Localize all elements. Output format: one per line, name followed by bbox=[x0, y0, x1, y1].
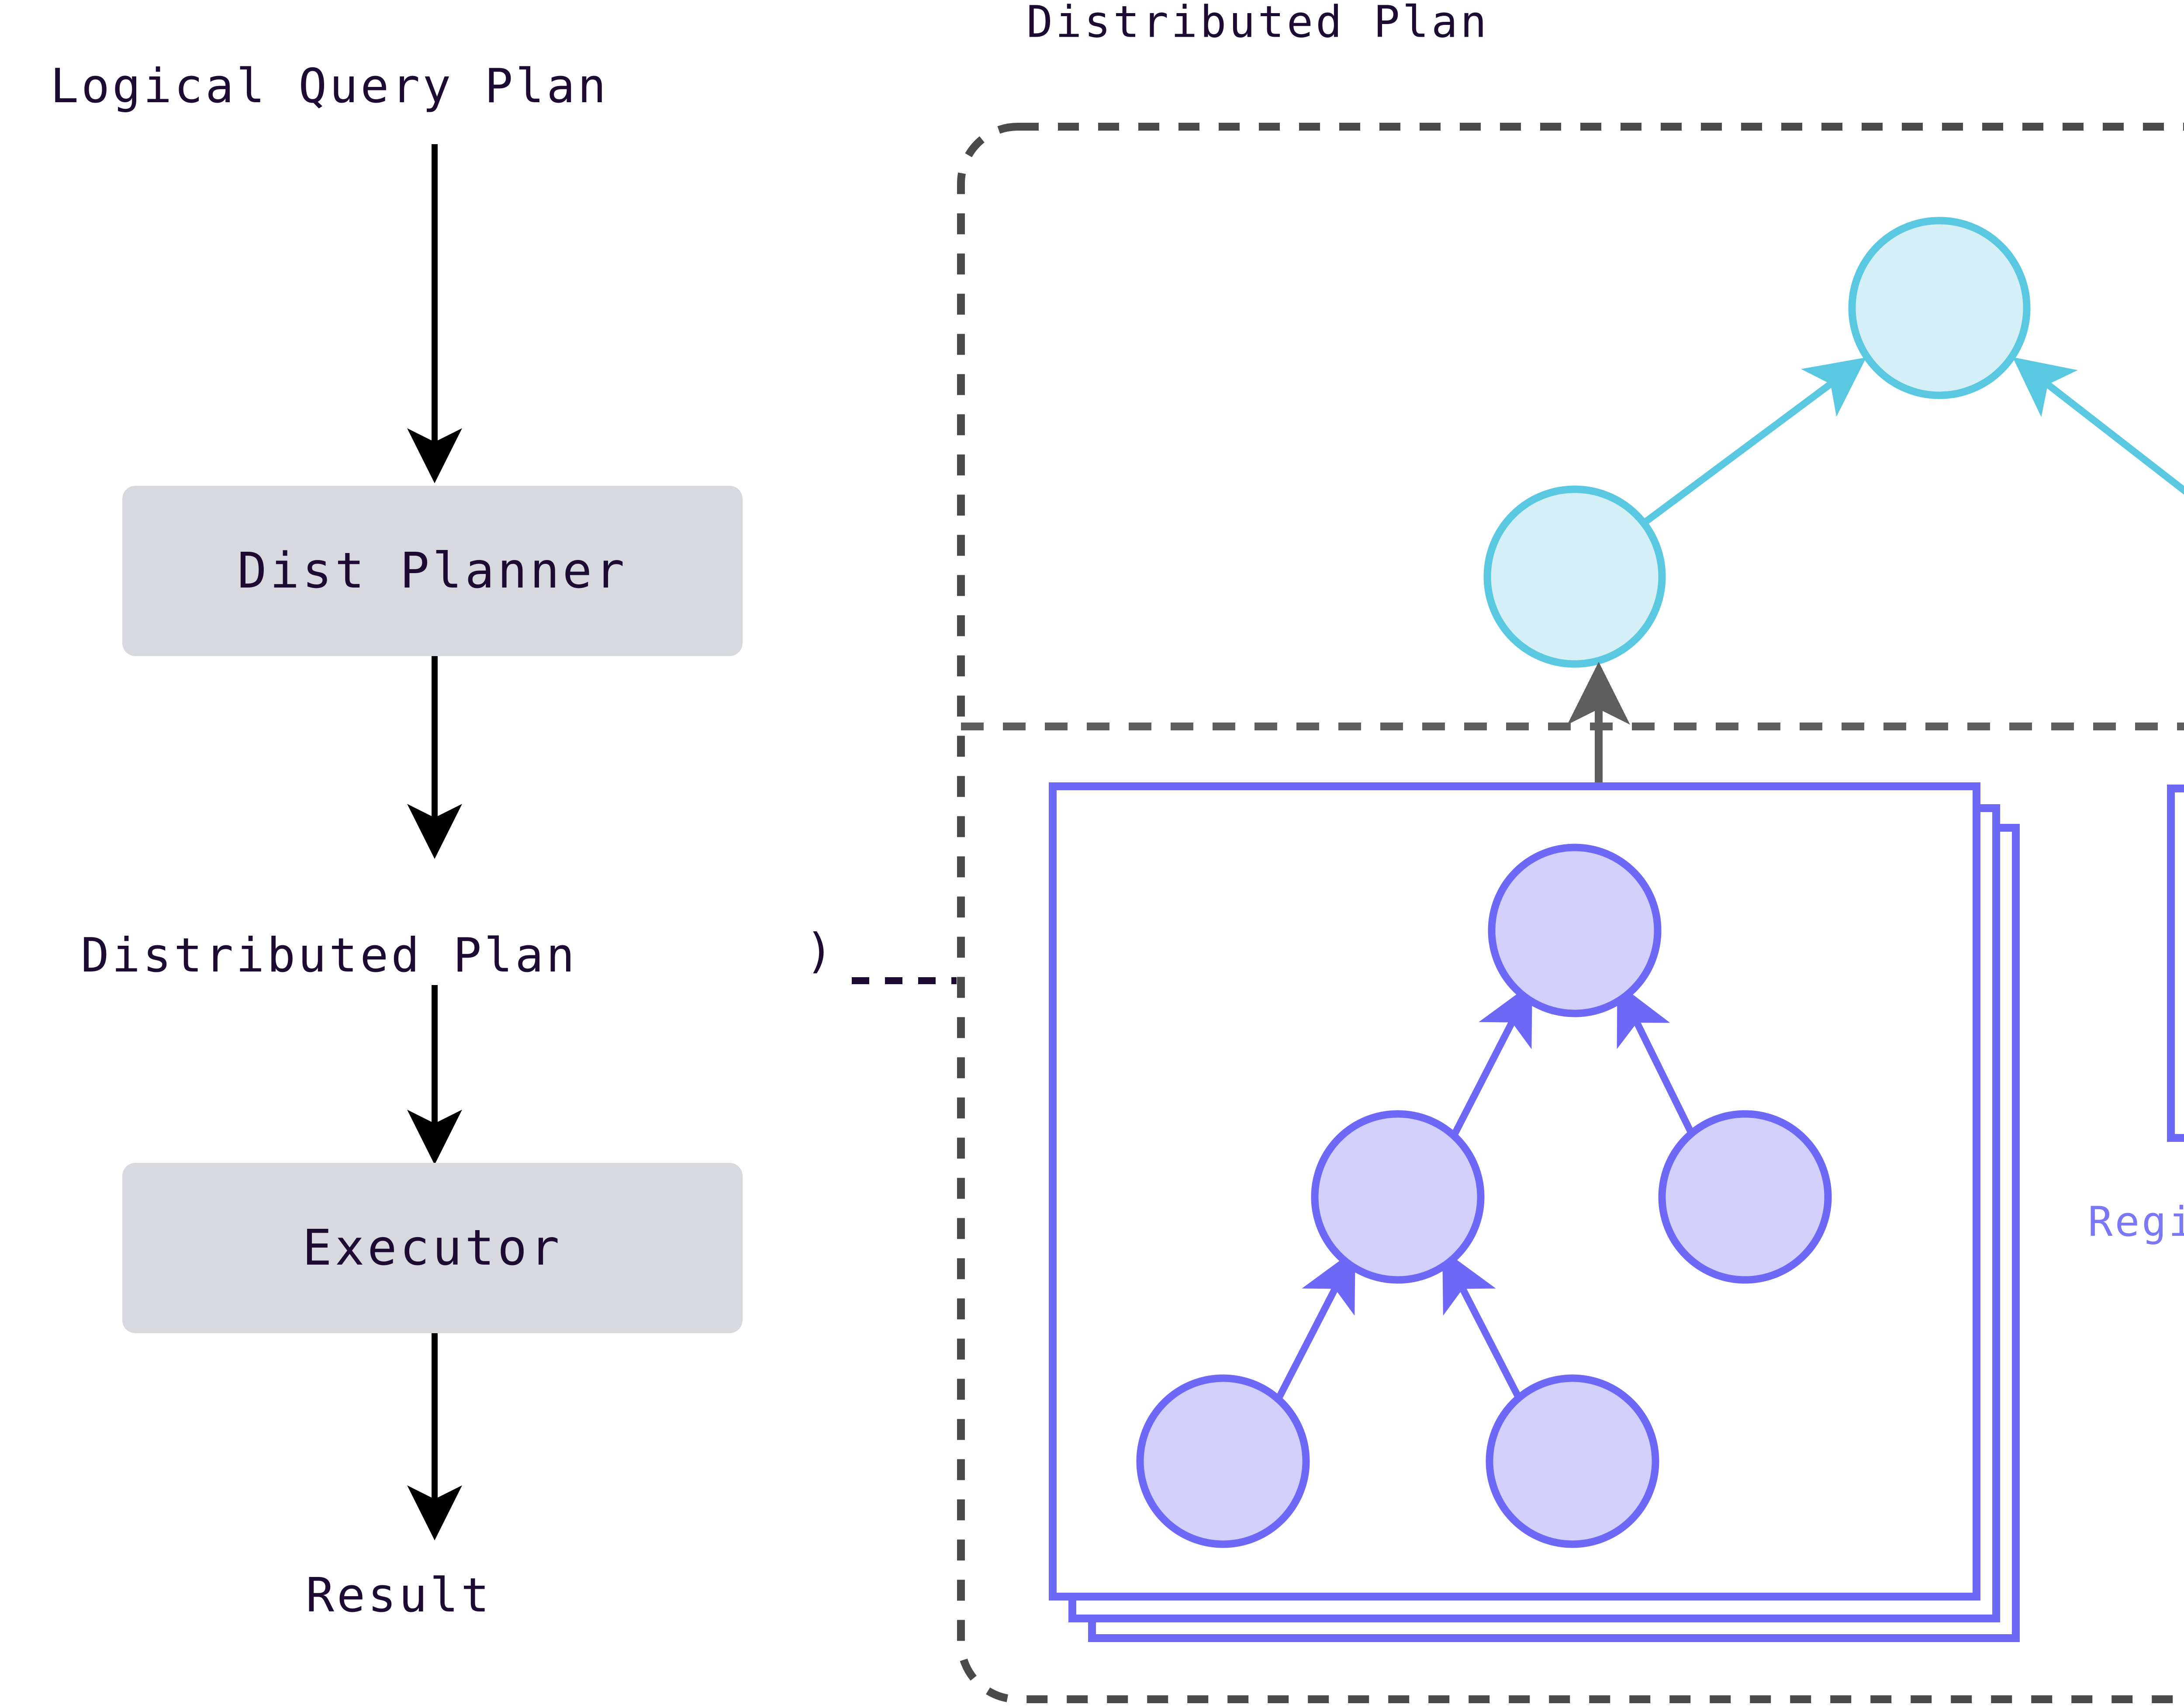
right-region-stack bbox=[2167, 785, 2184, 1142]
datanode-node-left-root[interactable] bbox=[1488, 844, 1662, 1017]
left-flowchart: Logical Query Plan Dist Planner Distribu… bbox=[50, 59, 957, 1623]
dist-planner-box[interactable] bbox=[122, 486, 743, 656]
regions-label: Regions bbox=[2088, 1198, 2184, 1246]
frontend-edge-left-to-root bbox=[1640, 357, 1866, 527]
distributed-plan-container: Distributed Plan Frontend Stage Datanode… bbox=[957, 0, 2184, 1703]
dn-edge-b2-to-m1 bbox=[1442, 1249, 1528, 1411]
distributed-plan-label: Distributed Plan bbox=[81, 928, 577, 983]
dn-edge-b1-to-m1 bbox=[1270, 1249, 1355, 1411]
distributed-plan-bracket: ) bbox=[805, 924, 836, 978]
frontend-stage-graph bbox=[1483, 217, 2184, 668]
container-title: Distributed Plan bbox=[1026, 0, 1489, 47]
result-label: Result bbox=[306, 1568, 492, 1623]
dist-planner-label: Dist Planner bbox=[237, 543, 627, 599]
datanode-node-left-mid-1[interactable] bbox=[1311, 1110, 1485, 1284]
datanode-node-left-leaf-2[interactable] bbox=[1486, 1374, 1659, 1548]
executor-box[interactable] bbox=[122, 1163, 743, 1333]
dn-edge-m2-to-root bbox=[1617, 982, 1700, 1146]
container-dashed-border bbox=[957, 123, 2184, 1703]
frontend-edge-right-to-root bbox=[2012, 357, 2184, 495]
logical-query-plan-label: Logical Query Plan bbox=[50, 59, 608, 114]
left-region-tree bbox=[1136, 844, 1832, 1548]
dn-edge-m1-to-root bbox=[1446, 982, 1532, 1146]
right-region-layer-front[interactable] bbox=[2167, 785, 2184, 1142]
frontend-node-root[interactable] bbox=[1848, 217, 2031, 399]
datanode-node-left-mid-2[interactable] bbox=[1658, 1110, 1832, 1284]
datanode-node-left-leaf-1[interactable] bbox=[1136, 1374, 1310, 1548]
frontend-node-left[interactable] bbox=[1483, 485, 1666, 668]
executor-label: Executor bbox=[302, 1220, 562, 1276]
